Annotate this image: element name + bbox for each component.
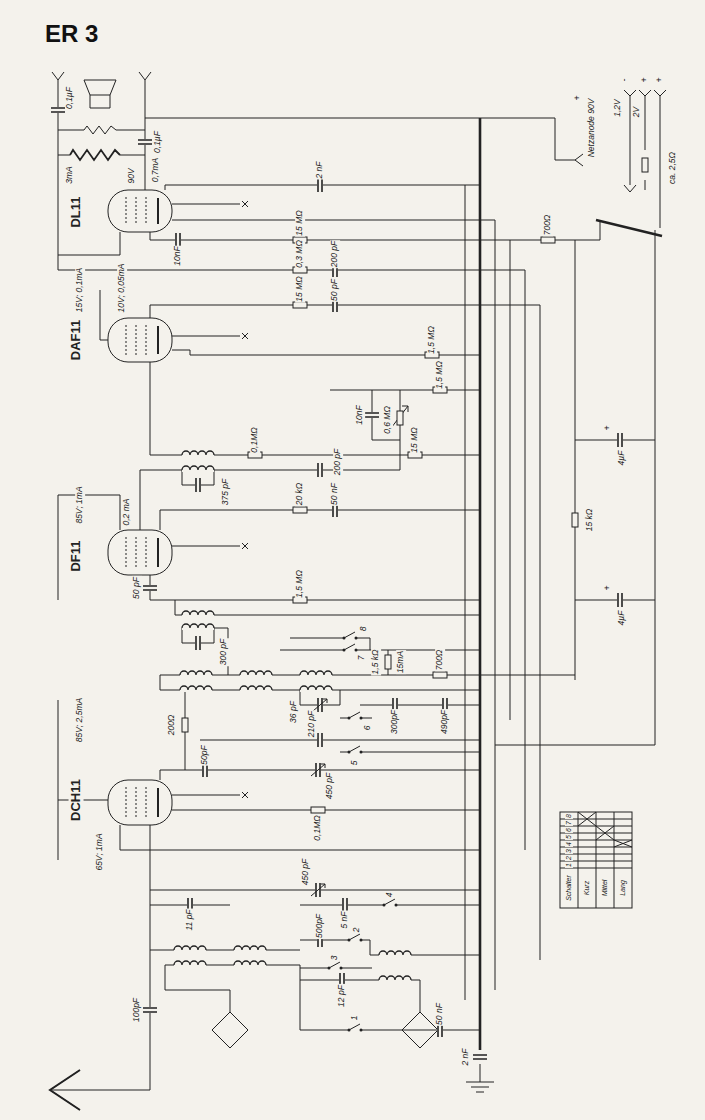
component-value: 0,6 MΩ — [383, 405, 393, 435]
component-value: 3 — [330, 955, 340, 962]
component-value: 2 nF — [461, 1047, 471, 1066]
table-cell: 2 — [565, 855, 573, 861]
component-value: + — [603, 585, 613, 592]
component-value: 200 pF — [330, 240, 340, 268]
component-value: 4µF — [617, 610, 627, 627]
component-value: 1,5 MΩ — [427, 325, 437, 355]
component-value: 85V; 2,5mA — [75, 697, 85, 743]
component-value: 50 pF — [330, 278, 340, 302]
component-value: 2 nF — [315, 160, 325, 179]
component-value: 0,1µF — [153, 130, 163, 154]
component-value: 1 — [350, 1015, 360, 1022]
component-value: DAF11 — [69, 319, 84, 361]
component-value: DCH11 — [69, 778, 84, 822]
component-value: 10nF — [355, 404, 365, 425]
component-value: Netzanode 90V — [587, 98, 597, 159]
table-cell: 3 — [565, 848, 573, 854]
component-value: 85V; 1mA — [75, 485, 85, 524]
diagram-title: ER 3 — [45, 20, 98, 48]
table-cell: 5 — [565, 834, 573, 840]
component-value: 90V — [127, 167, 137, 184]
component-value: 15 MΩ — [295, 275, 305, 302]
component-value: + — [655, 77, 665, 84]
component-value: 15 kΩ — [585, 508, 595, 533]
component-value: 300pF — [390, 709, 400, 735]
component-value: 7 — [357, 655, 367, 662]
component-value: 15mA — [396, 650, 406, 674]
component-value: 1,5 MΩ — [435, 360, 445, 390]
component-value: 5 — [350, 760, 360, 767]
component-value: 200 pF — [333, 448, 343, 476]
component-value: 50pF — [200, 744, 210, 765]
component-value: 15 MΩ — [410, 426, 420, 453]
component-value: 1,2V — [613, 98, 623, 118]
component-value: 450 pF — [301, 858, 311, 886]
component-value: + — [603, 425, 613, 432]
component-value: 10V; 0,05mA — [117, 263, 127, 314]
component-value: 15 MΩ — [295, 209, 305, 236]
component-value: 4µF — [617, 450, 627, 467]
component-value: 200Ω — [167, 714, 177, 737]
component-value: 36 pF — [289, 700, 299, 724]
component-value: 0,1MΩ — [313, 814, 323, 841]
component-value: 65V; 1mA — [95, 832, 105, 871]
component-value: 375 pF — [221, 478, 231, 506]
component-value: 50 nF — [330, 482, 340, 506]
component-value: 5 nF — [340, 910, 350, 929]
table-cell: Schalter — [565, 874, 573, 902]
component-value: 0,3 MΩ — [295, 239, 305, 269]
component-value: + — [640, 77, 650, 84]
component-value: 450 pF — [325, 772, 335, 800]
component-value: 50 nF — [435, 1002, 445, 1026]
table-cell: 1 — [565, 862, 573, 868]
component-value: 0,2 mA — [122, 498, 132, 527]
table-cell: Kurz — [583, 880, 591, 896]
component-value: 11 pF — [185, 908, 195, 931]
component-value: 3mA — [65, 165, 75, 184]
component-value: 20 kΩ — [295, 482, 305, 507]
component-value: 6 — [363, 725, 373, 732]
component-value: 8 — [359, 626, 369, 633]
component-value: 500pF — [315, 913, 325, 939]
component-value: 700Ω — [435, 649, 445, 672]
component-value: 100pF — [132, 997, 142, 1023]
component-value: DF11 — [69, 539, 84, 572]
table-cell: 8 — [565, 813, 573, 819]
component-value: 4 — [385, 892, 395, 899]
component-value: 0,1MΩ — [250, 426, 260, 453]
component-value: 0,7mA — [151, 157, 161, 184]
component-value: 2 — [352, 927, 362, 934]
component-value: 2V — [632, 106, 642, 118]
component-value: 50 pF — [132, 576, 142, 600]
component-value: 12 pF — [337, 984, 347, 1008]
table-cell: Mittel — [601, 879, 609, 898]
table-cell: 4 — [565, 841, 573, 847]
component-value: 210 pF — [307, 710, 317, 738]
component-value: 700Ω — [543, 214, 553, 237]
component-value: 15V; 0,1mA — [75, 267, 85, 313]
table-cell: Lang — [619, 879, 627, 897]
table-cell: 6 — [565, 827, 573, 833]
component-value: ca. 2,5Ω — [668, 151, 678, 185]
component-value: - — [620, 78, 630, 83]
component-value: DL11 — [69, 195, 84, 228]
component-value: 0,1µF — [65, 86, 75, 110]
component-value: 300 pF — [219, 638, 229, 666]
table-cell: 7 — [565, 820, 573, 826]
component-value: 1,5 kΩ — [371, 649, 381, 676]
component-value: 10nF — [173, 245, 183, 266]
component-value: 490pF — [440, 709, 450, 735]
component-value: + — [573, 95, 583, 102]
component-value: 1,5 MΩ — [295, 569, 305, 599]
